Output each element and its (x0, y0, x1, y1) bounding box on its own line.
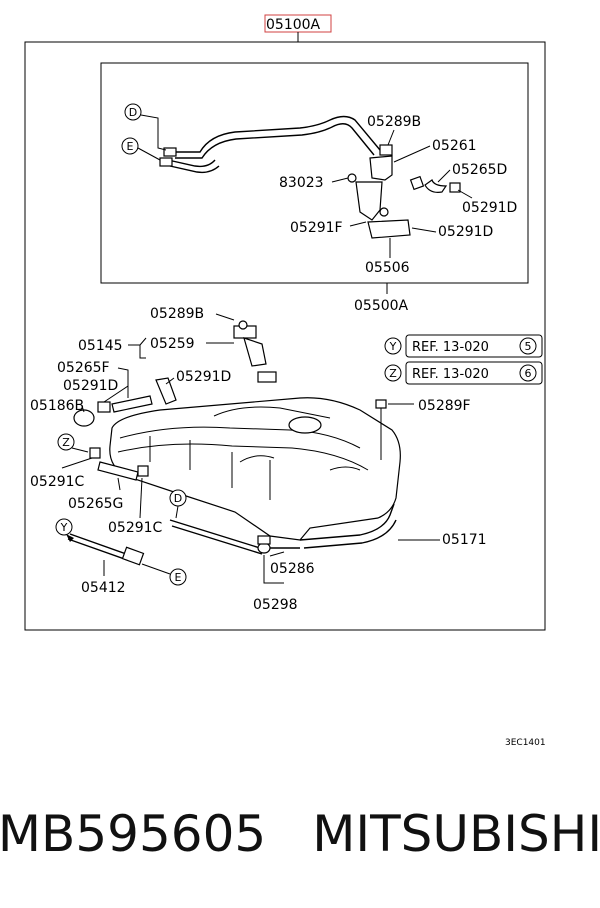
marker-e-top: E (121, 137, 161, 161)
fuel-tank (109, 397, 401, 541)
label-05291d-left: 05291D (63, 378, 118, 394)
tank-band (299, 503, 395, 541)
reference-y: Y REF. 13-020 5 (384, 334, 543, 358)
label-83023: 83023 (279, 175, 324, 191)
label-05291c-left: 05291C (30, 474, 85, 490)
footer: MB595605 MITSUBISHI (0, 805, 600, 875)
fuel-lines (167, 115, 381, 174)
label-05291f: 05291F (290, 220, 343, 236)
label-05265f: 05265F (57, 360, 110, 376)
label-05289f: 05289F (418, 398, 471, 414)
label-05171: 05171 (442, 532, 487, 548)
label-05265d: 05265D (452, 162, 507, 178)
label-05259: 05259 (150, 336, 195, 352)
pipe-05412 (66, 533, 145, 566)
svg-text:5: 5 (525, 340, 532, 353)
marker-z-left: Z (57, 433, 89, 453)
part-number: MB595605 (0, 805, 267, 863)
svg-text:REF. 13-020: REF. 13-020 (412, 340, 489, 355)
hose-05265d (424, 179, 448, 193)
svg-text:E: E (175, 571, 182, 584)
marker-e-bottom: E (141, 563, 187, 586)
svg-text:E: E (127, 140, 134, 153)
drawing-code: 3EC1401 (505, 738, 546, 748)
label-05145: 05145 (78, 338, 123, 354)
label-05289b-top: 05289B (367, 114, 421, 130)
label-05291d-center: 05291D (176, 369, 231, 385)
svg-text:D: D (174, 492, 182, 505)
svg-text:Z: Z (62, 436, 70, 449)
marker-d-top: D (124, 103, 167, 151)
label-05291d-inner: 05291D (438, 224, 493, 240)
svg-text:Y: Y (60, 521, 68, 534)
hose-05265f (111, 395, 153, 413)
marker-y-left: Y (55, 518, 73, 536)
subassembly-label: 05500A (354, 298, 409, 314)
svg-text:REF. 13-020: REF. 13-020 (412, 367, 489, 382)
svg-text:D: D (129, 106, 137, 119)
reference-z: Z REF. 13-020 6 (384, 361, 543, 385)
outer-frame (24, 41, 546, 631)
label-05265g: 05265G (68, 496, 123, 512)
brand-name: MITSUBISHI (312, 805, 600, 863)
svg-text:Y: Y (389, 340, 397, 353)
label-05298: 05298 (253, 597, 298, 613)
label-05186b: 05186B (30, 398, 84, 414)
svg-text:Z: Z (389, 367, 397, 380)
label-05412: 05412 (81, 580, 126, 596)
label-05261: 05261 (432, 138, 477, 154)
fuel-pump-assembly (347, 144, 411, 239)
subassembly-frame (100, 62, 529, 284)
label-05291d-right: 05291D (462, 200, 517, 216)
hose-05265g (97, 461, 139, 481)
label-05286: 05286 (270, 561, 315, 577)
sender-unit (233, 320, 277, 383)
svg-text:6: 6 (525, 367, 532, 380)
marker-d-mid: D (169, 489, 187, 519)
label-05506: 05506 (365, 260, 410, 276)
label-05291c-bottom: 05291C (108, 520, 163, 536)
label-05289b-mid: 05289B (150, 306, 204, 322)
assembly-label: 05100A (266, 17, 321, 33)
